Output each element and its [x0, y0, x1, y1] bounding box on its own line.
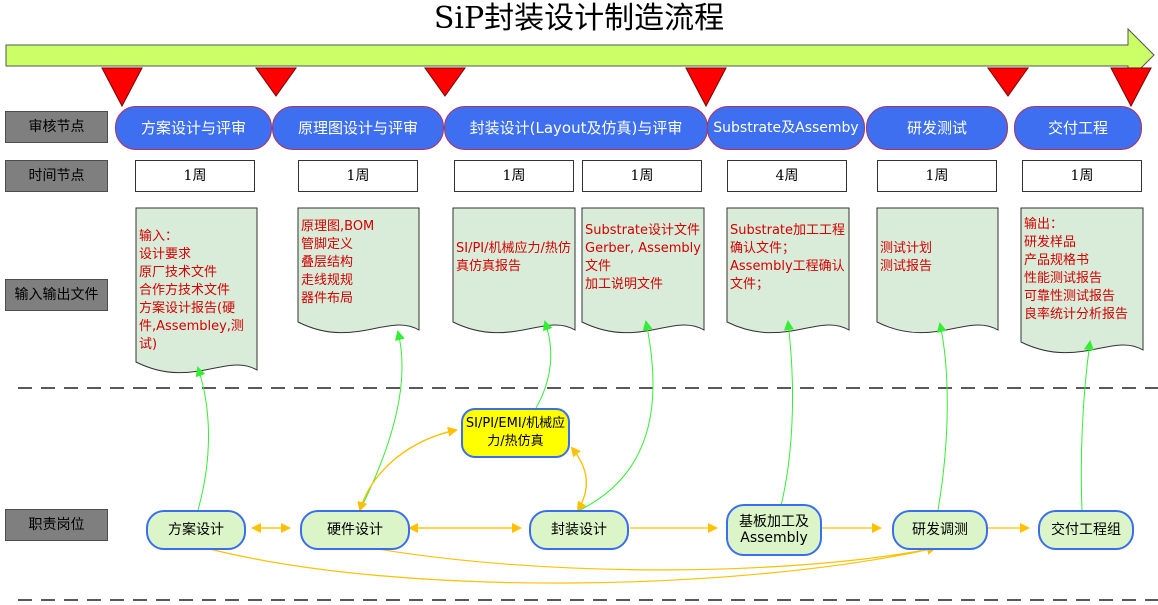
row-label-roles: 职责岗位	[5, 509, 108, 541]
link-arrow	[571, 447, 587, 512]
yellow-links	[197, 426, 1030, 584]
phase-package-design: 封装设计(Layout及仿真)与评审	[444, 106, 708, 150]
duration-box: 1周	[582, 160, 702, 192]
green-links	[195, 320, 1094, 511]
document-shape	[876, 207, 999, 334]
link-arrow	[579, 320, 654, 511]
review-marker	[1110, 67, 1152, 108]
document-text: Substrate设计文件Gerber, Assembly文件 加工说明文件	[585, 223, 701, 292]
document-shape	[297, 207, 420, 334]
review-marker	[685, 67, 727, 108]
phase-substrate-assembly: Substrate及Assemby	[707, 106, 865, 150]
duration-box: 1周	[1022, 160, 1142, 192]
document-text: 原理图,BOM 管脚定义 叠层结构 走线规规 器件布局	[301, 219, 375, 306]
row-label-io-docs: 输入输出文件	[5, 279, 108, 311]
link-arrow	[359, 426, 458, 511]
duration-box: 4周	[727, 160, 847, 192]
link-arrow	[936, 322, 948, 511]
phase-delivery: 交付工程	[1014, 106, 1142, 150]
duration-box: 1周	[298, 160, 418, 192]
document-text: 测试计划 测试报告	[880, 241, 933, 274]
document-text: SI/PI/机械应力/热仿真仿真报告	[456, 241, 571, 274]
link-arrow	[359, 330, 405, 511]
duration-box: 1周	[135, 160, 255, 192]
role-package-design: 封装设计	[529, 510, 629, 550]
review-marker	[987, 67, 1029, 97]
link-arrow	[357, 429, 457, 512]
role-rd-debug: 研发调测	[892, 510, 988, 550]
document-shape	[581, 207, 705, 334]
document-text: 输入： 设计要求 原厂技术文件 合作方技术文件 方案设计报告(硬件,Assemb…	[139, 229, 244, 352]
duration-box: 1周	[454, 160, 574, 192]
phase-scheme-design: 方案设计与评审	[115, 106, 272, 150]
document-shape	[1020, 207, 1144, 354]
simulation-box: SI/PI/EMI/机械应力/热仿真	[461, 408, 570, 458]
document-shape	[726, 207, 850, 334]
duration-box: 1周	[877, 160, 997, 192]
role-hardware-design: 硬件设计	[300, 510, 410, 550]
link-arrow	[779, 320, 794, 511]
link-arrow	[195, 366, 209, 511]
document-shape	[135, 207, 258, 374]
phase-rd-testing: 研发测试	[866, 106, 1008, 150]
review-marker	[424, 67, 466, 97]
document-shapes	[135, 207, 1144, 374]
document-text: 输出： 研发样品 产品规格书 性能测试报告 可靠性测试报告 良率统计分析报告	[1024, 217, 1129, 322]
row-label-time: 时间节点	[5, 160, 108, 192]
row-label-review: 审核节点	[5, 111, 108, 143]
review-marker	[101, 67, 143, 108]
review-marker	[255, 67, 297, 97]
link-arrow	[359, 544, 937, 571]
link-arrow	[535, 320, 553, 409]
review-markers	[101, 67, 1152, 108]
document-text: Substrate加工工程确认文件； Assembly工程确认文件；	[730, 223, 846, 292]
role-substrate-assembly: 基板加工及Assembly	[726, 504, 822, 556]
page-title: SiP封装设计制造流程	[433, 1, 725, 36]
link-arrow	[197, 544, 937, 584]
phase-schematic-design: 原理图设计与评审	[272, 106, 444, 150]
role-delivery-team: 交付工程组	[1038, 510, 1134, 550]
link-arrow	[1080, 340, 1094, 511]
role-scheme-design: 方案设计	[146, 510, 246, 550]
document-shape	[452, 207, 576, 334]
